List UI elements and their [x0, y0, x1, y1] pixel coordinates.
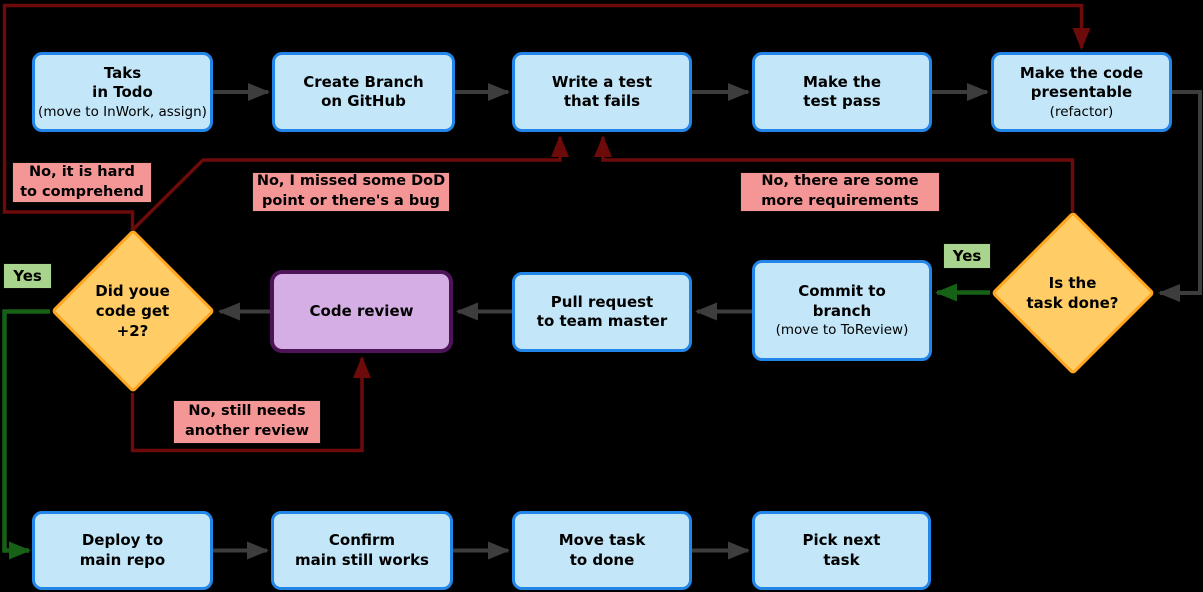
node-make-code-presentable: Make the code presentable (refactor) — [991, 52, 1172, 132]
edge-plus2-no-review-to-codereview — [130, 356, 371, 453]
node-task-in-todo: Taks in Todo (move to InWork, assign) — [32, 52, 213, 132]
node-deploy-main-repo-title: Deploy to main repo — [79, 531, 166, 569]
node-task-in-todo-note: (move to InWork, assign) — [38, 103, 207, 120]
label-yes-plus2: Yes — [3, 263, 52, 289]
node-confirm-main-works: Confirm main still works — [271, 511, 453, 590]
node-create-branch-title: Create Branch on GitHub — [303, 72, 424, 111]
edge-plus2-yes-to-deploy — [2, 309, 50, 560]
node-code-review-title: Code review — [309, 301, 414, 320]
label-no-more-requirements: No, there are some more requirements — [740, 172, 940, 212]
node-write-test: Write a test that fails — [512, 52, 692, 132]
node-create-branch: Create Branch on GitHub — [272, 52, 455, 132]
label-no-needs-review: No, still needs another review — [173, 400, 321, 444]
node-pull-request: Pull request to team master — [512, 272, 692, 352]
node-make-test-pass-title: Make the test pass — [802, 72, 882, 111]
node-pull-request-title: Pull request to team master — [536, 292, 668, 331]
decision-is-task-done: Is the task done? — [990, 211, 1155, 375]
node-commit-to-branch-title: Commit to branch — [798, 282, 886, 320]
label-no-missed-dod: No, I missed some DoD point or there's a… — [252, 172, 450, 212]
node-confirm-main-works-title: Confirm main still works — [294, 531, 429, 569]
label-no-hard-to-comprehend: No, it is hard to comprehend — [12, 162, 152, 203]
edge-taskdone-no-to-writetest — [594, 135, 1075, 212]
node-make-code-presentable-note: (refactor) — [1049, 103, 1114, 120]
node-make-test-pass: Make the test pass — [752, 52, 932, 132]
node-deploy-main-repo: Deploy to main repo — [32, 511, 213, 590]
decision-code-plus2: Did youe code get +2? — [50, 229, 215, 393]
node-move-task-done: Move task to done — [512, 511, 692, 590]
decision-code-plus2-title: Did youe code get +2? — [95, 281, 170, 341]
node-pick-next-task: Pick next task — [752, 511, 931, 590]
label-yes-task-done: Yes — [943, 243, 991, 269]
node-move-task-done-title: Move task to done — [558, 531, 646, 569]
node-task-in-todo-title: Taks in Todo — [92, 63, 153, 102]
node-write-test-title: Write a test that fails — [551, 72, 653, 111]
edge-presentable-to-taskdone — [1158, 90, 1202, 302]
decision-is-task-done-title: Is the task done? — [1026, 273, 1119, 312]
node-pick-next-task-title: Pick next task — [802, 531, 881, 569]
node-commit-to-branch-note: (move to ToReview) — [775, 322, 909, 339]
node-commit-to-branch: Commit to branch (move to ToReview) — [752, 260, 932, 361]
edge-plus2-no-hard-to-presentable — [2, 3, 1091, 230]
edge-plus2-no-missed-to-writetest — [131, 135, 569, 232]
node-code-review: Code review — [270, 270, 453, 353]
node-make-code-presentable-title: Make the code presentable — [1019, 63, 1144, 102]
